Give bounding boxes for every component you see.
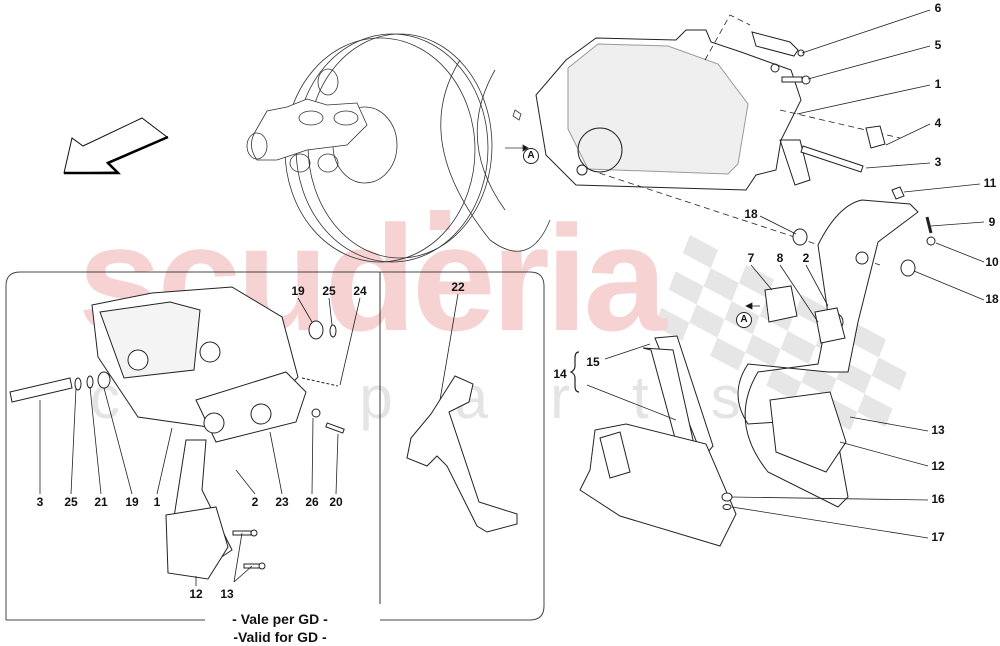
- inset-callout-26: 26: [305, 495, 319, 509]
- inset-callout-13: 13: [220, 587, 234, 601]
- callout-8: 8: [776, 251, 784, 265]
- inset-callout-1: 1: [153, 495, 161, 509]
- callout-2: 2: [802, 251, 810, 265]
- callout-6: 6: [934, 1, 942, 15]
- callout-3: 3: [934, 155, 942, 169]
- callout-10: 10: [985, 255, 999, 269]
- inset-leader-lines: [39, 293, 459, 586]
- callout-17: 17: [931, 530, 945, 544]
- inset-caption-english: -Valid for GD -: [227, 629, 333, 645]
- callout-15: 15: [586, 355, 600, 369]
- callout-1: 1: [934, 77, 942, 91]
- pedal-box-housing: [535, 14, 901, 266]
- small-parts-upper: [751, 31, 936, 277]
- brake-pedal: [737, 199, 919, 508]
- inset-callout-22: 22: [451, 280, 465, 294]
- inset-callout-21: 21: [94, 495, 108, 509]
- callout-4: 4: [934, 116, 942, 130]
- inset-callout-23: 23: [275, 495, 289, 509]
- inset-callout-24: 24: [353, 284, 367, 298]
- direction-arrow-icon: [63, 117, 169, 175]
- callout-18: 18: [985, 292, 999, 306]
- inset-callout-2: 2: [251, 495, 259, 509]
- callout-12: 12: [931, 459, 945, 473]
- callout-16: 16: [931, 492, 945, 506]
- callout-13: 13: [931, 423, 945, 437]
- callout-9: 9: [988, 215, 996, 229]
- callout-5: 5: [934, 38, 942, 52]
- accelerator-pedal: [579, 335, 737, 547]
- reference-marker-a: A: [736, 312, 752, 328]
- inset-callout-3: 3: [36, 495, 44, 509]
- leader-lines: [569, 9, 985, 539]
- inset-callout-20: 20: [329, 495, 343, 509]
- inset-callout-25: 25: [322, 284, 336, 298]
- callout-7: 7: [747, 251, 755, 265]
- callout-14: 14: [553, 367, 567, 381]
- inset-callout-12: 12: [189, 587, 203, 601]
- inset-pedal-box: [9, 286, 518, 580]
- inset-callout-19: 19: [291, 284, 305, 298]
- brake-booster: [246, 33, 551, 263]
- inset-caption-italian: - Vale per GD -: [226, 611, 334, 627]
- callout-18: 18: [744, 207, 758, 221]
- inset-callout-25: 25: [64, 495, 78, 509]
- callout-11: 11: [983, 176, 997, 190]
- reference-marker-a: A: [523, 148, 539, 164]
- inset-panel: [5, 271, 545, 621]
- inset-callout-19: 19: [125, 495, 139, 509]
